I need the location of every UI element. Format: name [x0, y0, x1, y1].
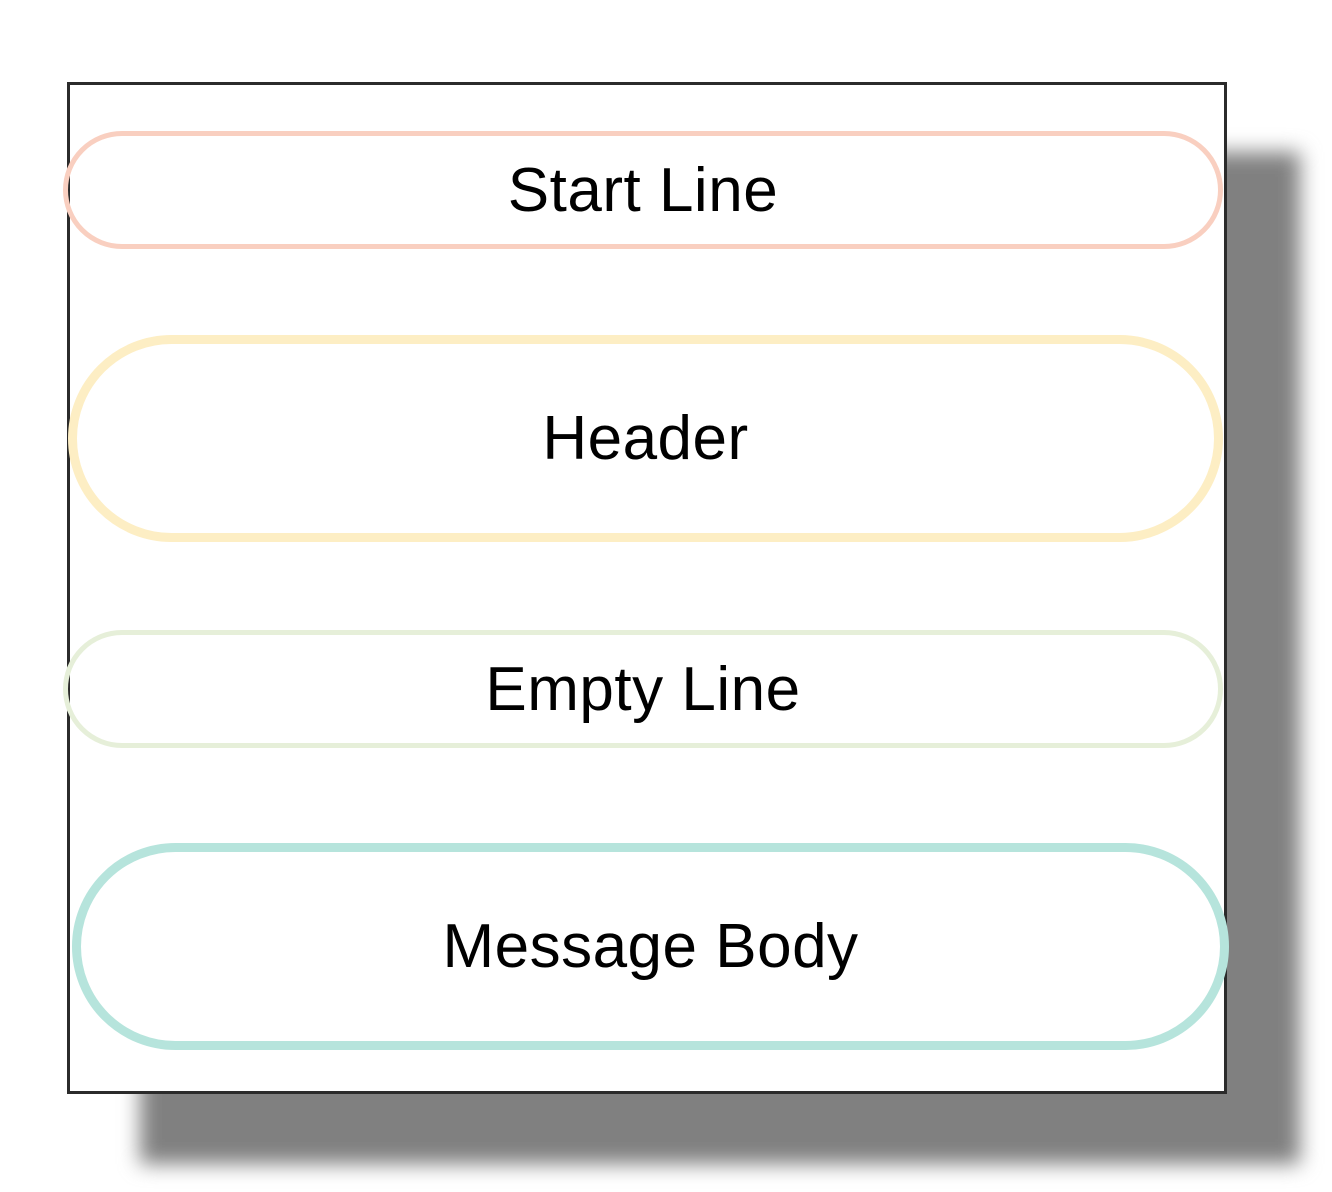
start-line-section: Start Line [63, 131, 1223, 249]
message-body-section: Message Body [72, 843, 1229, 1050]
header-label: Header [542, 404, 749, 473]
start-line-label: Start Line [507, 155, 779, 225]
message-body-label: Message Body [442, 912, 859, 981]
empty-line-label: Empty Line [485, 654, 801, 724]
header-section: Header [68, 335, 1223, 542]
empty-line-section: Empty Line [63, 630, 1223, 748]
